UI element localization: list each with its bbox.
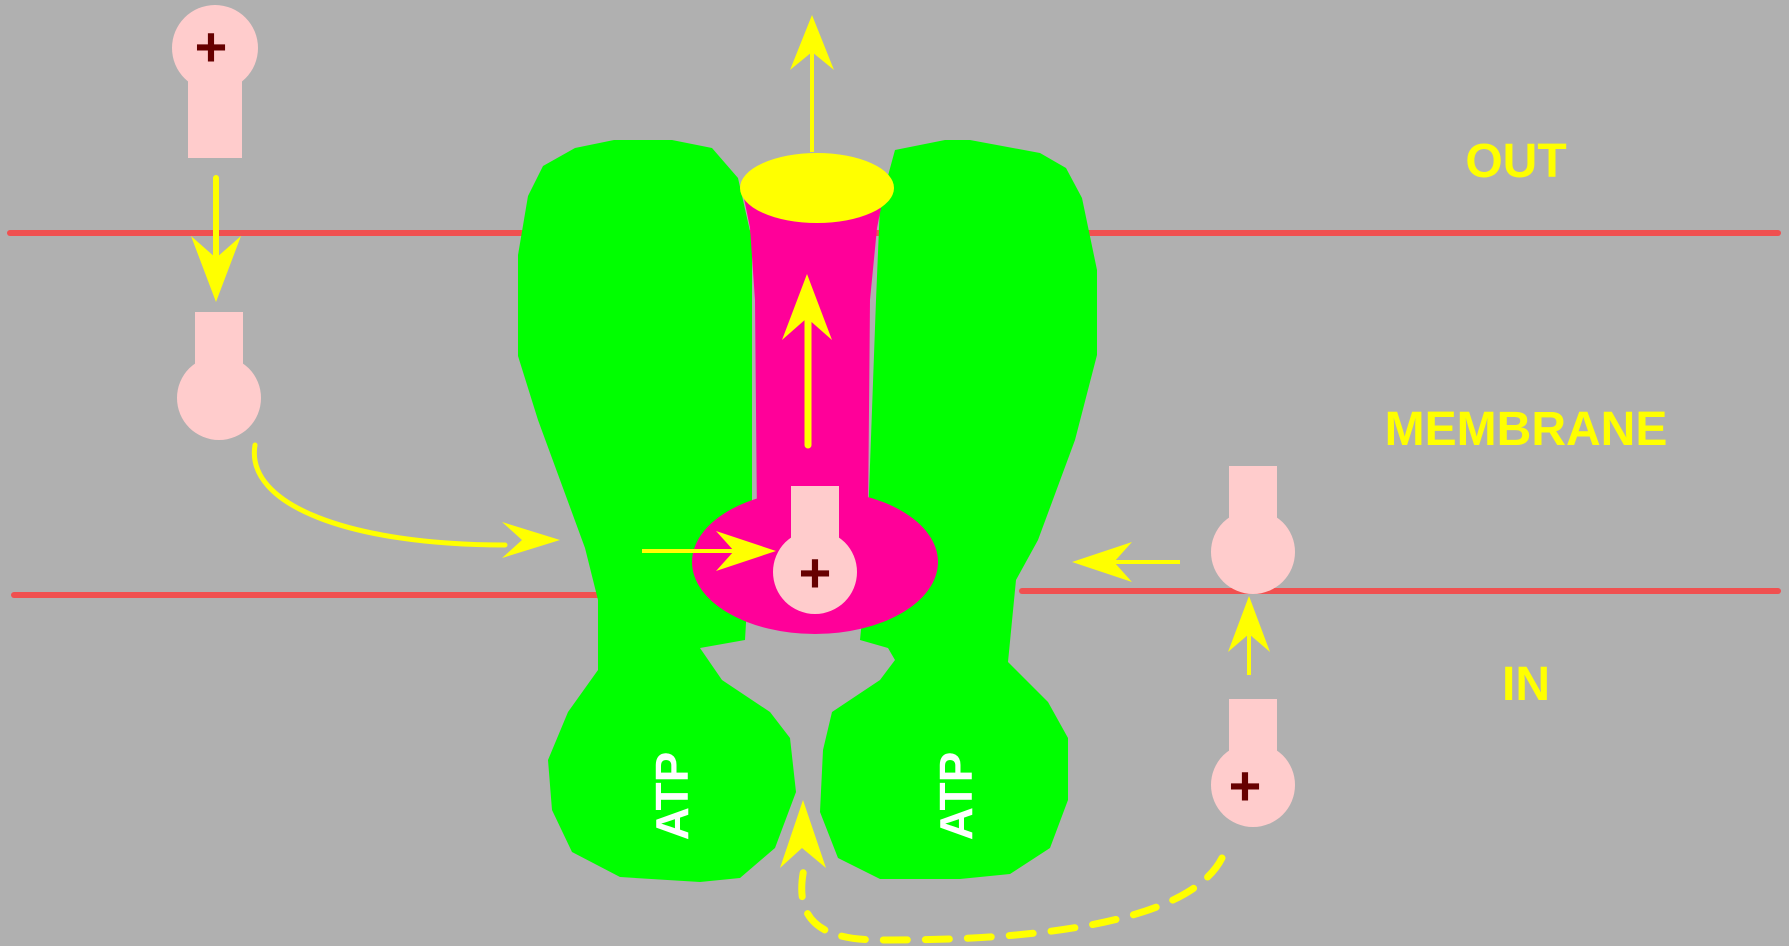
label-membrane: MEMBRANE	[1385, 403, 1668, 456]
plus-sign: +	[799, 541, 832, 604]
arrow-release-outside	[790, 15, 834, 152]
label-atp-left: ATP	[646, 752, 698, 841]
channel-pore	[742, 188, 885, 520]
ion-at-inner-surface	[1211, 466, 1295, 594]
arrow-up-from-inside	[1228, 596, 1270, 675]
arrow-curve-to-transporter	[254, 445, 560, 558]
channel-lid	[740, 153, 894, 223]
arrow-ion-to-membrane	[191, 178, 241, 302]
label-out: OUT	[1465, 135, 1566, 188]
ion-entering-membrane	[177, 312, 261, 440]
plus-sign: +	[1229, 754, 1262, 817]
label-atp-right: ATP	[930, 752, 982, 841]
plus-sign: +	[195, 15, 228, 78]
ion-outside: +	[172, 5, 258, 158]
label-in: IN	[1502, 658, 1550, 711]
ion-inside: +	[1211, 699, 1295, 827]
arrow-toward-transporter	[1072, 542, 1180, 582]
